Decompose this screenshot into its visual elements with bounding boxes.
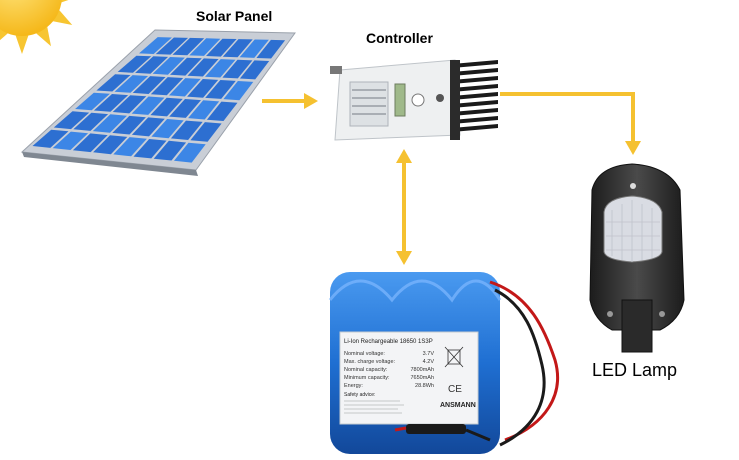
solar-cell [131,96,165,115]
solar-cell [187,58,219,77]
battery-spec-value: 7800mAh [410,367,434,373]
led-lamp-label: LED Lamp [592,360,678,380]
solar-cell [114,75,149,93]
arrow-controller-to-lamp [500,92,641,155]
solar-cell [152,57,185,75]
battery-brand: ANSMANN [440,402,476,409]
solar-cell [239,60,270,80]
battery-spec-label: Minimum capacity: [344,375,390,381]
led-lamp-device [589,163,685,353]
battery-safety-label: Safety advice: [344,392,375,398]
solar-cell [189,38,221,56]
solar-cell [239,39,269,58]
solar-cell [113,137,147,157]
solar-cell [153,140,187,161]
solar-cell [169,78,201,97]
solar-cell [206,101,238,121]
solar-cell [93,135,128,155]
recycle-bin-symbol-icon [444,346,464,368]
solar-cell [205,59,236,78]
solar-cell [150,97,183,117]
solar-panel [20,29,296,176]
battery-spec-label: Energy: [344,383,363,389]
sun-icon [0,0,73,54]
solar-cell [169,99,201,118]
solar-cell [132,76,166,94]
battery-spec-value: 3.7V [423,351,435,357]
solar-cell [187,79,219,98]
solar-cell [256,39,286,59]
battery-spec-label: Nominal voltage: [344,351,385,357]
battery-spec-label: Nominal capacity: [344,367,388,373]
sensor-icon [630,183,636,189]
solar-cell [205,80,236,99]
solar-cell [72,133,108,153]
solar-cell [150,77,184,96]
solar-cell [155,37,189,55]
solar-cell [117,55,152,73]
solar-cell [206,38,237,57]
solar-cell [135,56,169,74]
controller-label: Controller [366,30,433,46]
solar-cell [170,120,203,140]
battery-spec-list: Nominal voltage: 3.7V Max. charge voltage:… [344,351,434,389]
solar-cell [170,57,202,76]
solar-cell [190,122,222,142]
battery-spec-value: 28.8Wh [415,383,434,389]
battery-spec-value: 7650mAh [410,375,434,381]
battery-title: Li-Ion Rechargeable 18650 1S3P [344,339,433,345]
solar-cell [223,81,254,101]
solar-cell [151,119,184,139]
ce-mark-icon: CE [448,384,462,395]
controller-device [330,59,498,141]
solar-cell [139,37,172,54]
arrow-panel-to-controller [262,93,318,109]
battery-pack: Li-Ion Rechargeable 18650 1S3P Nominal v… [328,272,560,454]
solar-cell [222,39,253,58]
solar-cell [131,117,165,137]
solar-cell [53,111,90,130]
solar-panel-label: Solar Panel [196,8,273,24]
solar-cell [222,59,253,79]
solar-cell [96,74,131,92]
battery-spec-value: 4.2V [423,359,435,365]
solar-cell [73,112,109,131]
battery-spec-label: Max. charge voltage: [344,359,396,365]
solar-cell [92,114,127,133]
solar-cell [32,129,69,148]
solar-cell [52,131,89,150]
solar-cell [188,100,220,120]
solar-cell [112,95,147,114]
solar-cell [133,139,167,159]
solar-cell [172,37,205,56]
solar-cell [75,92,110,111]
arrow-controller-battery-bidirectional [396,149,412,265]
solar-cell [112,115,146,135]
solar-cell [93,94,129,112]
solar-cell [174,142,206,163]
